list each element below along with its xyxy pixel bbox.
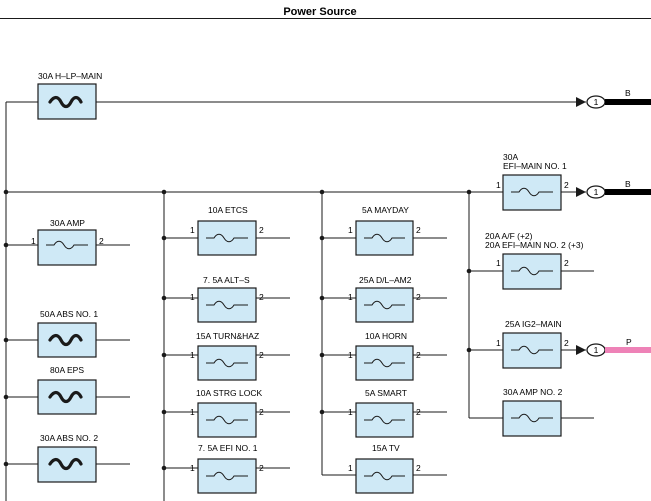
fuse-50a-abs-no1: 50A ABS NO. 1 — [6, 309, 130, 358]
fuse-20a-af-efi-main-no2: 20A A/F (+2) 20A EFI–MAIN NO. 2 (+3) 1 2 — [469, 231, 594, 290]
fuse-30a-amp: 30A AMP 1 2 — [6, 218, 130, 266]
fuse-label-line1: 20A A/F (+2) — [485, 231, 533, 241]
pin-2: 2 — [564, 258, 569, 268]
fuse-label: 30A ABS NO. 2 — [40, 433, 98, 443]
pin-1: 1 — [190, 292, 195, 302]
pin-1: 1 — [31, 236, 36, 246]
fuse-label: 25A D/L–AM2 — [359, 275, 412, 285]
fuse-7-5a-efi-no1: 7. 5A EFI NO. 1 1 2 — [164, 443, 290, 494]
fuse-30a-amp-no2: 30A AMP NO. 2 — [469, 387, 594, 437]
connector-ig2: 1 P — [576, 337, 651, 357]
wire-p — [605, 347, 651, 353]
fuse-15a-tv: 15A TV 1 2 — [322, 443, 447, 494]
fuse-label: 25A IG2–MAIN — [505, 319, 562, 329]
wire-b-mid — [605, 189, 651, 195]
fuse-15a-turn-haz: 15A TURN&HAZ 1 2 — [164, 331, 290, 381]
fuse-label-line2: 20A EFI–MAIN NO. 2 (+3) — [485, 240, 584, 250]
pin-1: 1 — [190, 407, 195, 417]
fuse-10a-etcs: 10A ETCS 1 2 — [164, 205, 290, 256]
fuse-30a-abs-no2: 30A ABS NO. 2 — [6, 433, 130, 483]
fuse-80a-eps: 80A EPS — [6, 365, 130, 415]
wire-color-label: P — [626, 337, 632, 347]
bus-wiring — [5, 101, 586, 501]
fuse-25a-ig2-main: 25A IG2–MAIN 1 2 — [469, 319, 586, 369]
pin-1: 1 — [190, 463, 195, 473]
pin-1: 1 — [496, 180, 501, 190]
wire-b-top — [605, 99, 651, 105]
fuse-label: 10A STRG LOCK — [196, 388, 262, 398]
fuse-5a-smart: 5A SMART 1 2 — [322, 388, 447, 438]
pin-2: 2 — [416, 463, 421, 473]
connector-top: 1 B — [576, 88, 651, 109]
fuse-10a-strg-lock: 10A STRG LOCK 1 2 — [164, 388, 290, 438]
pin-1: 1 — [348, 407, 353, 417]
fuse-label-line1: 30A — [503, 152, 518, 162]
pin-1: 1 — [190, 350, 195, 360]
fuse-label-line2: EFI–MAIN NO. 1 — [503, 161, 567, 171]
pin-2: 2 — [564, 180, 569, 190]
connector-mid: 1 B — [576, 179, 651, 199]
connector-number: 1 — [594, 97, 599, 107]
fuse-label: 7. 5A EFI NO. 1 — [198, 443, 258, 453]
fuse-hlp-main: 30A H–LP–MAIN — [37, 71, 102, 120]
pin-1: 1 — [496, 258, 501, 268]
fuse-7-5a-alt-s: 7. 5A ALT–S 1 2 — [164, 275, 290, 323]
pin-2: 2 — [416, 292, 421, 302]
pin-1: 1 — [348, 292, 353, 302]
fuse-label: 5A MAYDAY — [362, 205, 409, 215]
wire-color-label: B — [625, 88, 631, 98]
fuse-label: 80A EPS — [50, 365, 84, 375]
fuse-5a-mayday: 5A MAYDAY 1 2 — [322, 205, 447, 256]
fuse-30a-efi-main-no1: 30A EFI–MAIN NO. 1 1 2 — [496, 152, 569, 211]
pin-1: 1 — [348, 350, 353, 360]
pin-2: 2 — [416, 225, 421, 235]
pin-2: 2 — [259, 463, 264, 473]
fuse-label: 10A ETCS — [208, 205, 248, 215]
fuse-10a-horn: 10A HORN 1 2 — [322, 331, 447, 381]
fuse-label: 30A H–LP–MAIN — [38, 71, 102, 81]
pin-2: 2 — [564, 338, 569, 348]
pin-2: 2 — [416, 350, 421, 360]
pin-1: 1 — [496, 338, 501, 348]
fuse-25a-dl-am2: 25A D/L–AM2 1 2 — [322, 275, 447, 323]
pin-2: 2 — [259, 407, 264, 417]
fuse-label: 7. 5A ALT–S — [203, 275, 250, 285]
pin-2: 2 — [99, 236, 104, 246]
connector-number: 1 — [594, 345, 599, 355]
pin-1: 1 — [348, 463, 353, 473]
fuse-label: 30A AMP NO. 2 — [503, 387, 563, 397]
fuse-label: 10A HORN — [365, 331, 407, 341]
fuse-label: 5A SMART — [365, 388, 407, 398]
fuse-label: 15A TV — [372, 443, 400, 453]
connector-number: 1 — [594, 187, 599, 197]
pin-2: 2 — [259, 350, 264, 360]
pin-2: 2 — [416, 407, 421, 417]
page-title: Power Source — [283, 6, 356, 18]
pin-1: 1 — [190, 225, 195, 235]
pin-1: 1 — [348, 225, 353, 235]
pin-2: 2 — [259, 292, 264, 302]
wire-color-label: B — [625, 179, 631, 189]
fuse-label: 30A AMP — [50, 218, 85, 228]
fuse-label: 15A TURN&HAZ — [196, 331, 259, 341]
fuse-label: 50A ABS NO. 1 — [40, 309, 98, 319]
pin-2: 2 — [259, 225, 264, 235]
